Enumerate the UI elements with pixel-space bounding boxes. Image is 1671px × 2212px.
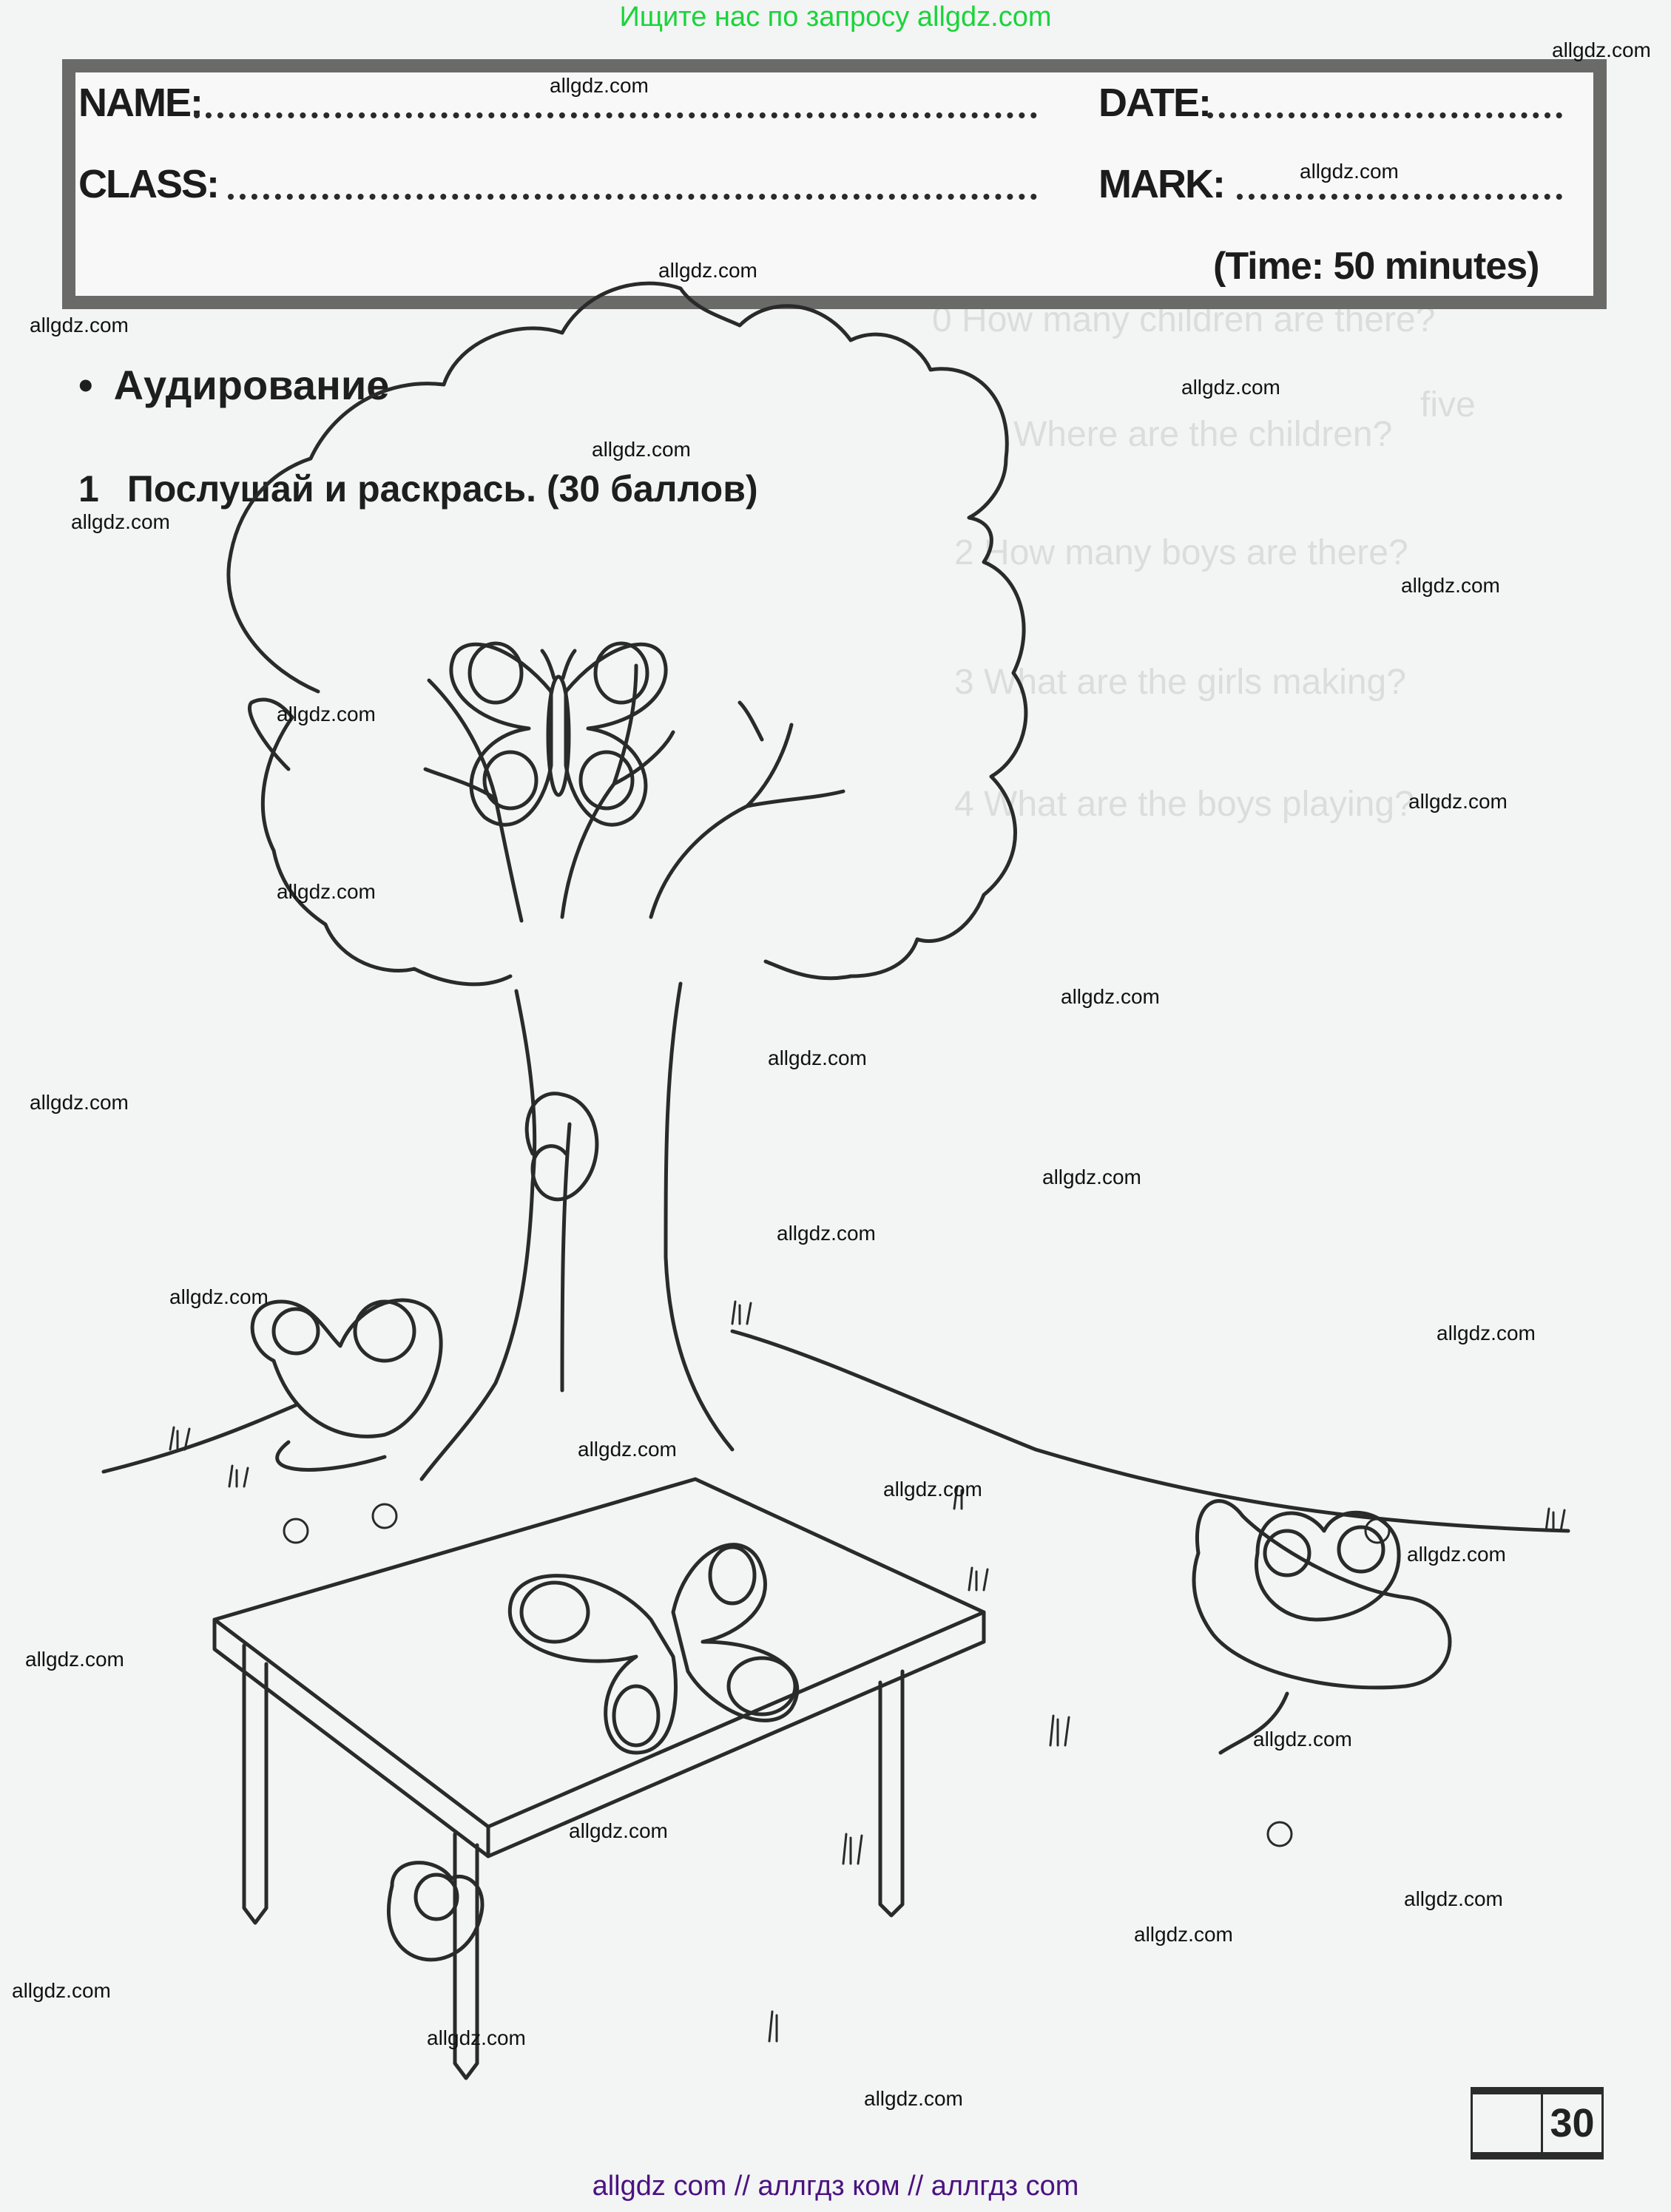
hill-line — [101, 1329, 1570, 1533]
page-score-box: 30 — [1471, 2087, 1604, 2159]
watermark-link[interactable]: allgdz.com — [1042, 1166, 1141, 1188]
table — [212, 1477, 986, 2080]
watermark-link[interactable]: allgdz.com — [169, 1285, 269, 1308]
task-text: Послушай и раскрась. (30 баллов) — [126, 468, 758, 510]
bullet-icon: • — [78, 362, 93, 408]
mark-field[interactable] — [1237, 194, 1562, 200]
watermark-link[interactable]: allgdz.com — [1407, 1543, 1506, 1566]
watermark-link[interactable]: allgdz.com — [277, 703, 376, 726]
class-field[interactable] — [228, 194, 1037, 200]
watermark-link[interactable]: allgdz.com — [71, 510, 170, 533]
class-label: CLASS: — [78, 162, 220, 206]
grass-tufts — [169, 1300, 1566, 2043]
watermark-link[interactable]: allgdz.com — [1253, 1728, 1352, 1751]
watermark-link[interactable]: allgdz.com — [569, 1819, 668, 1842]
hat-with-butterfly — [1192, 1499, 1452, 1755]
name-label: NAME: — [78, 81, 203, 125]
watermark-link[interactable]: allgdz.com — [864, 2087, 963, 2110]
bleed-through-line: 3 What are the girls making? — [954, 663, 1406, 702]
bleed-through-line: 4 What are the boys playing? — [954, 785, 1414, 824]
watermark-link[interactable]: allgdz.com — [592, 438, 691, 461]
watermark-link[interactable]: allgdz.com — [1408, 790, 1508, 813]
student-info-box — [62, 59, 1607, 309]
tree-branches — [423, 663, 845, 923]
max-points: 30 — [1550, 2101, 1595, 2145]
task-instruction: 1 Послушай и раскрась. (30 баллов) — [78, 467, 758, 510]
date-field[interactable] — [1207, 112, 1562, 118]
butterfly-left — [250, 1298, 443, 1472]
watermark-link[interactable]: allgdz.com — [883, 1478, 982, 1501]
mark-label: MARK: — [1098, 162, 1226, 206]
watermark-link[interactable]: allgdz.com — [1552, 38, 1651, 61]
watermark-link[interactable]: allgdz.com — [1437, 1322, 1536, 1345]
bleed-through-line: Where are the children? — [1013, 415, 1393, 454]
section-heading: • Аудирование — [78, 361, 389, 409]
watermark-link[interactable]: allgdz.com — [1401, 574, 1500, 597]
butterfly-on-table — [507, 1543, 800, 1755]
watermark-link[interactable]: allgdz.com — [277, 880, 376, 903]
watermark-link[interactable]: allgdz.com — [30, 1091, 129, 1114]
bleed-through-line: five — [1420, 385, 1476, 425]
watermark-link[interactable]: allgdz.com — [1061, 985, 1160, 1008]
section-title: Аудирование — [113, 362, 390, 408]
top-search-banner[interactable]: Ищите нас по запросу allgdz.com — [619, 1, 1052, 33]
watermark-link[interactable]: allgdz.com — [1181, 376, 1280, 399]
task-number: 1 — [78, 468, 99, 510]
tree-trunk — [419, 981, 735, 1481]
bottom-site-banner[interactable]: allgdz com // аллгдз ком // аллгдз com — [592, 2171, 1079, 2202]
bleed-through-line: 2 How many boys are there? — [954, 533, 1408, 572]
watermark-link[interactable]: allgdz.com — [1300, 160, 1399, 183]
tree-knot — [524, 1092, 599, 1202]
name-field[interactable] — [194, 112, 1037, 118]
butterfly-top — [449, 641, 668, 827]
watermark-link[interactable]: allgdz.com — [25, 1648, 124, 1671]
watermark-link[interactable]: allgdz.com — [1134, 1923, 1233, 1946]
time-limit-note: (Time: 50 minutes) — [1213, 245, 1539, 288]
watermark-link[interactable]: allgdz.com — [768, 1046, 867, 1069]
watermark-link[interactable]: allgdz.com — [30, 314, 129, 336]
date-label: DATE: — [1098, 81, 1212, 125]
watermark-link[interactable]: allgdz.com — [1404, 1887, 1503, 1910]
butterfly-under-table — [387, 1861, 485, 1962]
watermark-link[interactable]: allgdz.com — [550, 74, 649, 97]
watermark-link[interactable]: allgdz.com — [427, 2026, 526, 2049]
score-input-cell[interactable] — [1473, 2094, 1543, 2152]
watermark-link[interactable]: allgdz.com — [578, 1438, 677, 1461]
watermark-link[interactable]: allgdz.com — [658, 259, 757, 282]
watermark-link[interactable]: allgdz.com — [777, 1222, 876, 1245]
tree-crown — [226, 281, 1028, 987]
watermark-link[interactable]: allgdz.com — [12, 1979, 111, 2002]
